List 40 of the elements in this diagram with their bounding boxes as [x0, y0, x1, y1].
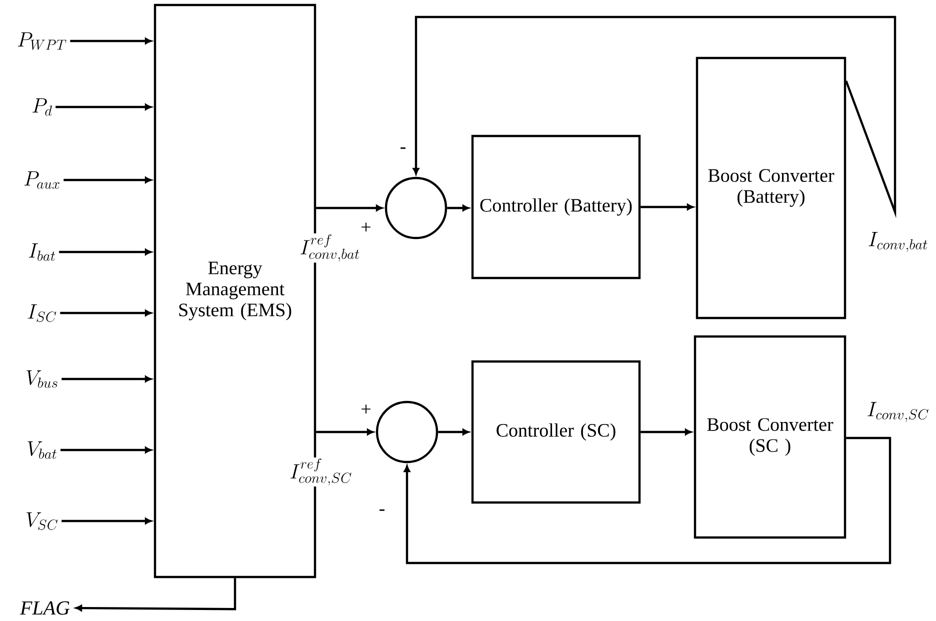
arrow: [56, 104, 152, 110]
arrow: [316, 428, 374, 436]
arrow: [75, 578, 236, 612]
signal-label: $P_{aux}$: [24, 171, 60, 189]
block-box: Controller (SC): [471, 360, 641, 504]
sign-label: +: [362, 222, 370, 232]
edge-label: $I_{conv,bat}$: [868, 232, 928, 252]
arrow: [438, 428, 470, 436]
sign-label: -: [380, 509, 384, 511]
signal-label: $P_{d}$: [32, 98, 52, 116]
sign-label: -: [400, 147, 406, 149]
summing-junction: [384, 176, 448, 240]
arrow: [60, 310, 152, 316]
signal-label: $P_{WPT}$: [18, 32, 66, 50]
block-box: Controller (Battery): [471, 134, 641, 280]
arrow: [64, 176, 152, 184]
sign-label: +: [362, 404, 370, 414]
arrow: [640, 428, 692, 436]
summing-junction: [376, 400, 438, 464]
arrow: [59, 248, 152, 256]
arrow: [404, 436, 892, 564]
signal-label: $I_{bat}$: [28, 243, 56, 261]
block-box: Boost Converter (Battery): [696, 56, 846, 320]
signal-label: FLAG: [20, 601, 70, 615]
signal-label: $I_{SC}$: [28, 304, 56, 322]
arrow: [447, 204, 470, 212]
signal-label: $V_{bus}$: [26, 370, 58, 388]
arrow: [316, 204, 383, 212]
signal-label: $V_{SC}$: [26, 512, 58, 530]
edge-label: $I_{conv,SC}$: [868, 402, 928, 422]
edge-label: $I^{ref}_{conv,bat}$: [300, 234, 360, 262]
block-box: Boost Converter (SC ): [694, 335, 846, 539]
arrow: [62, 376, 152, 382]
arrow: [640, 204, 694, 210]
signal-label: $V_{bat}$: [28, 441, 56, 459]
arrow: [60, 446, 152, 454]
arrow: [70, 38, 152, 44]
arrow: [412, 16, 896, 218]
arrow: [62, 518, 152, 524]
edge-label: $I^{ref}_{conv,SC}$: [290, 458, 352, 486]
